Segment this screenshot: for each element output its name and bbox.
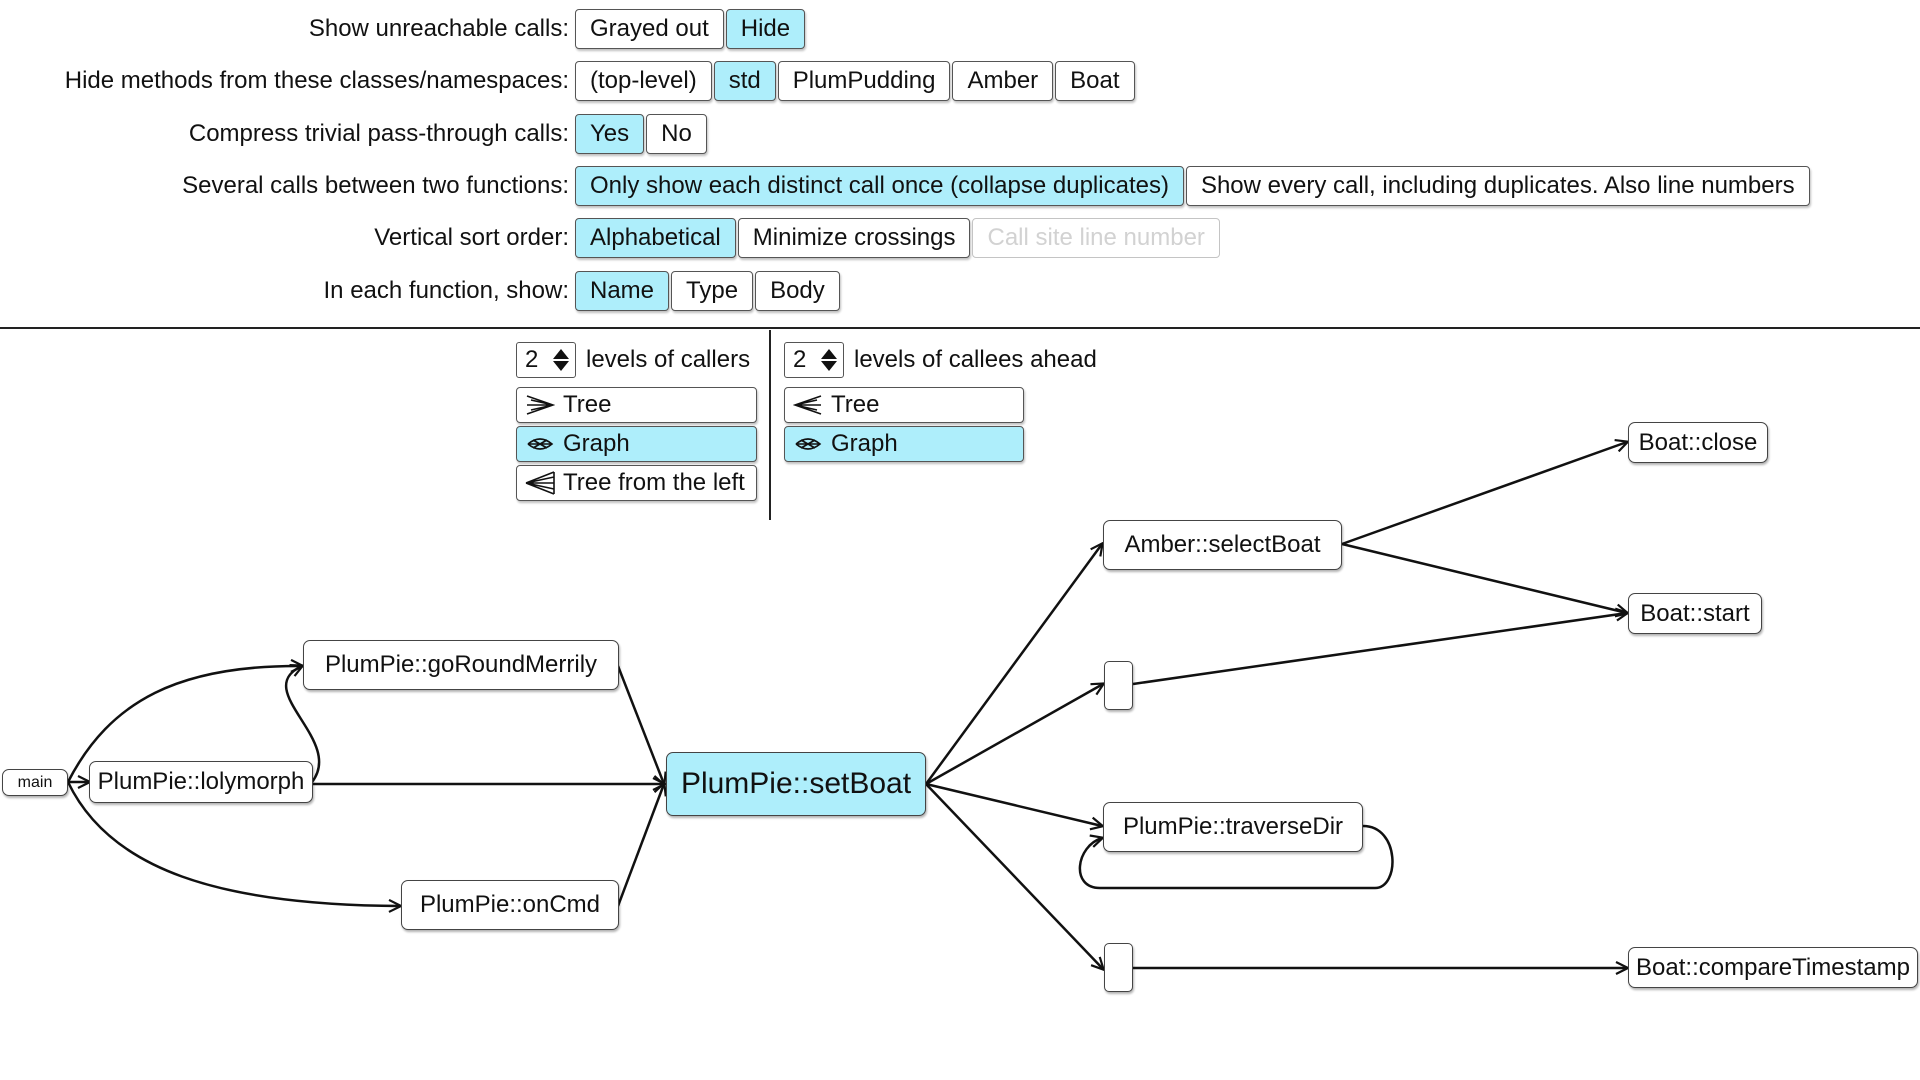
option-label: Vertical sort order:: [374, 224, 569, 251]
callers-graph-label: Graph: [563, 430, 630, 457]
callers-levels-spinner[interactable]: 2: [516, 342, 576, 378]
option-button[interactable]: Only show each distinct call once (colla…: [575, 166, 1184, 206]
node-blank-1[interactable]: [1104, 661, 1133, 710]
option-label: Show unreachable calls:: [308, 15, 569, 42]
edge-onCmd-setBoat: [616, 784, 664, 907]
callers-tree-from-left-label: Tree from the left: [563, 469, 745, 496]
node-boat-compareTimestamp[interactable]: Boat::compareTimestamp: [1628, 947, 1918, 988]
callees-tree-button[interactable]: Tree: [784, 387, 1024, 423]
option-button[interactable]: Alphabetical: [575, 218, 736, 258]
option-label: Hide methods from these classes/namespac…: [64, 67, 569, 94]
option-button[interactable]: Body: [755, 271, 840, 311]
option-button[interactable]: No: [646, 114, 707, 154]
node-boat-close[interactable]: Boat::close: [1628, 422, 1768, 463]
edge-traverseDir-self: [1078, 824, 1394, 890]
option-row-several-calls: Several calls between two functions:Only…: [0, 165, 1810, 207]
option-button[interactable]: Amber: [952, 61, 1054, 101]
node-main[interactable]: main: [2, 769, 68, 796]
option-button[interactable]: std: [713, 61, 776, 101]
tree-right-icon: [521, 390, 559, 420]
callees-levels-value: 2: [793, 346, 807, 373]
edge-selectBoat-close: [1341, 442, 1627, 546]
node-blank-2[interactable]: [1104, 943, 1133, 992]
edge-main-onCmd: [66, 781, 400, 906]
option-button: Call site line number: [972, 218, 1220, 258]
option-button[interactable]: Yes: [575, 114, 645, 154]
option-button[interactable]: Type: [671, 271, 754, 311]
option-row-hide-methods: Hide methods from these classes/namespac…: [0, 60, 1135, 102]
tree-left-icon: [789, 390, 827, 420]
callees-graph-label: Graph: [831, 430, 898, 457]
spinner-arrows-icon[interactable]: [553, 349, 569, 371]
callers-graph-button[interactable]: Graph: [516, 426, 757, 462]
edge-setBoat-blank1: [925, 684, 1103, 786]
callees-tree-label: Tree: [831, 391, 880, 418]
edge-main-goRound: [66, 666, 302, 783]
edge-setBoat-selectBoat: [924, 544, 1102, 785]
edge-setBoat-traverseDir: [925, 782, 1102, 826]
node-onCmd[interactable]: PlumPie::onCmd: [401, 880, 619, 930]
callers-tree-from-left-button[interactable]: Tree from the left: [516, 465, 757, 501]
option-button[interactable]: Name: [575, 271, 670, 311]
graph-icon: [521, 429, 559, 459]
option-label: Compress trivial pass-through calls:: [188, 120, 569, 147]
callers-levels-control: 2 levels of callers: [516, 342, 750, 378]
callers-tree-button[interactable]: Tree: [516, 387, 757, 423]
option-button[interactable]: Hide: [725, 9, 806, 49]
callers-levels-label: levels of callers: [586, 346, 751, 373]
callees-levels-spinner[interactable]: 2: [784, 342, 844, 378]
node-goRoundMerrily[interactable]: PlumPie::goRoundMerrily: [303, 640, 619, 690]
node-traverseDir[interactable]: PlumPie::traverseDir: [1103, 802, 1363, 852]
edge-setBoat-blank2: [925, 783, 1103, 969]
edge-blank1-start: [1132, 613, 1627, 686]
callers-levels-value: 2: [525, 346, 539, 373]
option-button[interactable]: Grayed out: [575, 9, 724, 49]
divider-vertical: [769, 330, 771, 520]
callees-graph-button[interactable]: Graph: [784, 426, 1024, 462]
option-button[interactable]: Boat: [1055, 61, 1135, 101]
callers-tree-label: Tree: [563, 391, 612, 418]
option-buttons: Only show each distinct call once (colla…: [575, 166, 1810, 206]
option-label: Several calls between two functions:: [182, 172, 569, 199]
graph-icon: [789, 429, 827, 459]
option-button[interactable]: Minimize crossings: [737, 218, 971, 258]
option-button[interactable]: Show every call, including duplicates. A…: [1185, 166, 1810, 206]
edge-selectBoat-start: [1341, 542, 1627, 613]
node-lolymorph[interactable]: PlumPie::lolymorph: [89, 761, 313, 803]
tree-from-left-icon: [521, 468, 559, 498]
node-selectBoat[interactable]: Amber::selectBoat: [1103, 520, 1342, 570]
spinner-arrows-icon[interactable]: [821, 349, 837, 371]
option-button[interactable]: (top-level): [575, 61, 712, 101]
divider-horizontal: [0, 327, 1920, 329]
callees-levels-label: levels of callees ahead: [854, 346, 1097, 373]
callees-levels-control: 2 levels of callees ahead: [784, 342, 1097, 378]
node-boat-start[interactable]: Boat::start: [1628, 593, 1762, 634]
edge-lolymorph-goRound: [284, 666, 321, 783]
option-label: In each function, show:: [323, 277, 569, 304]
node-setBoat-focus[interactable]: PlumPie::setBoat: [666, 752, 926, 816]
edge-goRound-setBoat: [616, 665, 664, 784]
option-button[interactable]: PlumPudding: [777, 61, 951, 101]
